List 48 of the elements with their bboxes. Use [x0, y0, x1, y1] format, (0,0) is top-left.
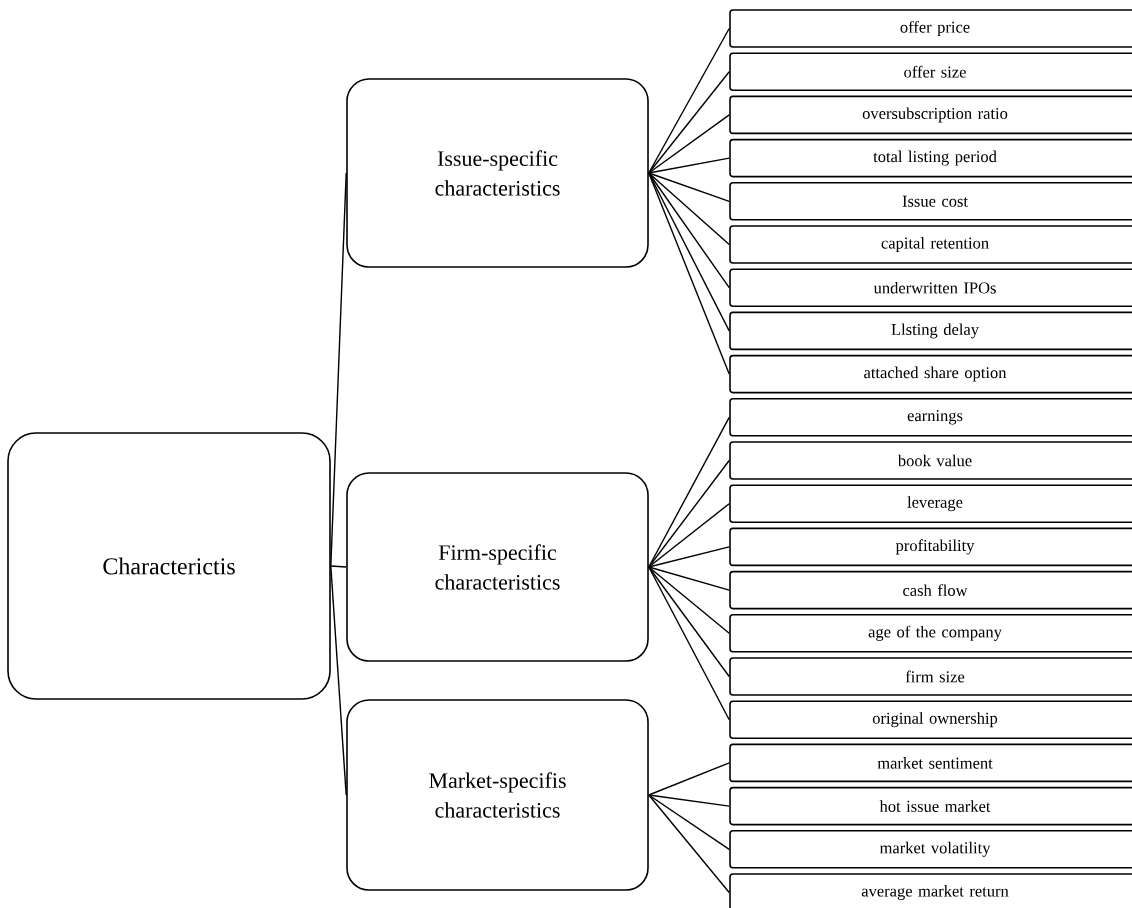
connector-line [648, 566, 730, 678]
connector-line [648, 172, 730, 202]
factor-box: Issue cost [729, 182, 1132, 221]
connector-line [648, 794, 730, 807]
connector-line [648, 762, 730, 796]
factor-box: average market return [729, 873, 1132, 908]
connector-line [330, 565, 347, 568]
factor-box: total listing period [729, 138, 1132, 178]
connector-line [330, 172, 347, 567]
category-box: Issue-specific characteristics [346, 78, 649, 268]
factor-box: underwritten IPOs [729, 268, 1132, 307]
factor-box: cash flow [729, 570, 1132, 610]
factor-box: offer price [729, 9, 1132, 48]
connector-line [648, 566, 730, 634]
connector-line [648, 157, 730, 174]
factor-box: firm size [729, 657, 1132, 696]
factor-box: market volatility [729, 830, 1132, 869]
connector-line [648, 416, 730, 568]
connector-line [648, 794, 730, 850]
factor-box: attached share option [729, 354, 1132, 394]
factor-box: profitability [729, 527, 1132, 567]
category-box: Market-specifis characteristics [346, 699, 649, 891]
connector-line [648, 172, 730, 375]
factor-box: capital retention [729, 225, 1132, 264]
connector-line [648, 566, 730, 591]
factor-box: leverage [729, 484, 1132, 523]
connector-line [648, 172, 730, 246]
connector-line [330, 565, 347, 796]
connector-line [648, 172, 730, 289]
factor-box: hot issue market [729, 786, 1132, 826]
factor-box: original ownership [729, 700, 1132, 739]
connector-line [648, 566, 730, 721]
factor-box: oversubscription ratio [729, 95, 1132, 135]
connector-line [648, 71, 730, 174]
factor-box: Llsting delay [729, 311, 1132, 351]
connector-line [648, 503, 730, 568]
factor-box: age of the company [729, 614, 1132, 653]
factor-box: market sentiment [729, 743, 1132, 783]
factor-box: book value [729, 441, 1132, 480]
connector-line [648, 114, 730, 174]
connector-line [648, 27, 730, 174]
category-box: Firm-specific characteristics [346, 472, 649, 662]
connector-line [648, 794, 730, 894]
connector-line [648, 546, 730, 568]
root-box: Characterictis [7, 432, 331, 700]
connector-line [648, 459, 730, 568]
factor-box: offer size [729, 52, 1132, 91]
factor-box: earnings [729, 398, 1132, 437]
